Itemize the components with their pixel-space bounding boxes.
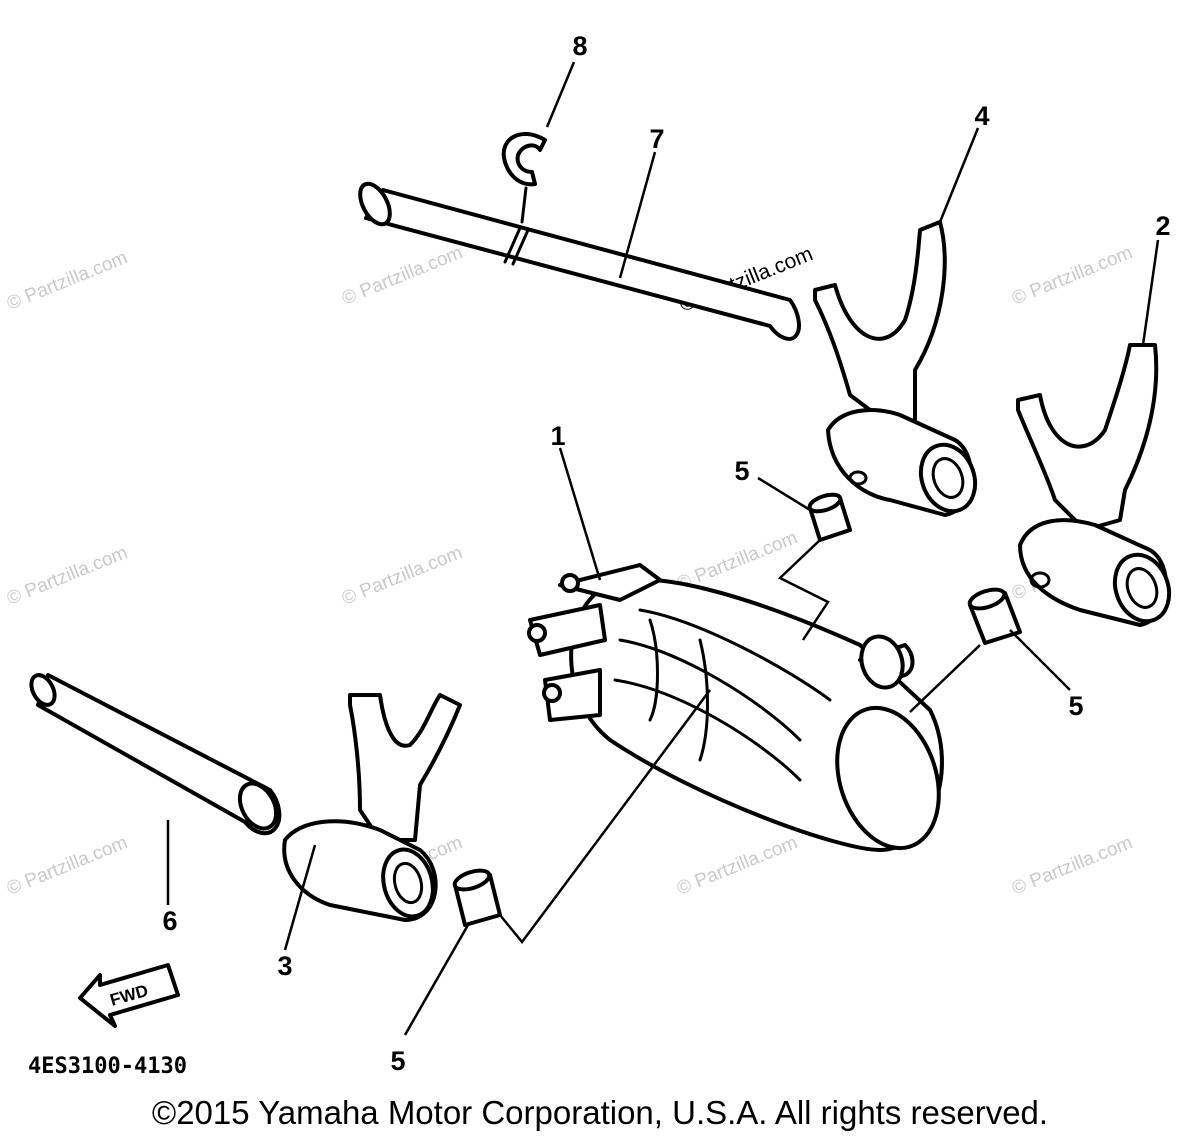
callout-1: 1 — [550, 421, 565, 451]
shift-fork-shaft-short — [29, 673, 282, 836]
watermark: © Partzilla.com — [4, 247, 131, 314]
watermark: © Partzilla.com — [674, 832, 801, 899]
callout-8: 8 — [572, 31, 587, 61]
forward-arrow-icon: FWD — [78, 963, 180, 1028]
guide-pin-upper — [807, 492, 852, 542]
shift-fork-shaft-long — [358, 181, 801, 341]
callout-3: 3 — [277, 951, 292, 981]
copyright-notice: ©2015 Yamaha Motor Corporation, U.S.A. A… — [151, 1094, 1049, 1131]
watermark: © Partzilla.com — [339, 242, 466, 309]
callout-5-right: 5 — [1068, 691, 1083, 721]
guide-pin-lower — [452, 868, 502, 927]
watermark: © Partzilla.com — [1009, 242, 1136, 309]
callout-5-upper: 5 — [734, 456, 749, 486]
callout-4: 4 — [974, 101, 989, 131]
part-code: 4ES3100-4130 — [28, 1054, 187, 1079]
callout-2: 2 — [1155, 211, 1170, 241]
guide-pin-right — [967, 587, 1022, 645]
shift-fork-4 — [813, 220, 978, 517]
watermark: © Partzilla.com — [339, 542, 466, 609]
shift-drum — [527, 563, 944, 852]
watermark: © Partzilla.com — [4, 542, 131, 609]
watermark-layer: © Partzilla.com © Partzilla.com © Partzi… — [4, 242, 1136, 899]
shift-fork-3 — [282, 693, 462, 922]
callout-labels: 8 7 4 2 1 5 5 6 3 5 — [162, 31, 1170, 1076]
callout-5-lower: 5 — [390, 1046, 405, 1076]
leader-lines — [166, 61, 1160, 1036]
callout-7: 7 — [649, 124, 664, 154]
watermark: © Partzilla.com — [1009, 832, 1136, 899]
shift-fork-2 — [1016, 343, 1172, 627]
watermark: © Partzilla.com — [4, 832, 131, 899]
circlip — [501, 132, 547, 224]
callout-6: 6 — [162, 906, 177, 936]
